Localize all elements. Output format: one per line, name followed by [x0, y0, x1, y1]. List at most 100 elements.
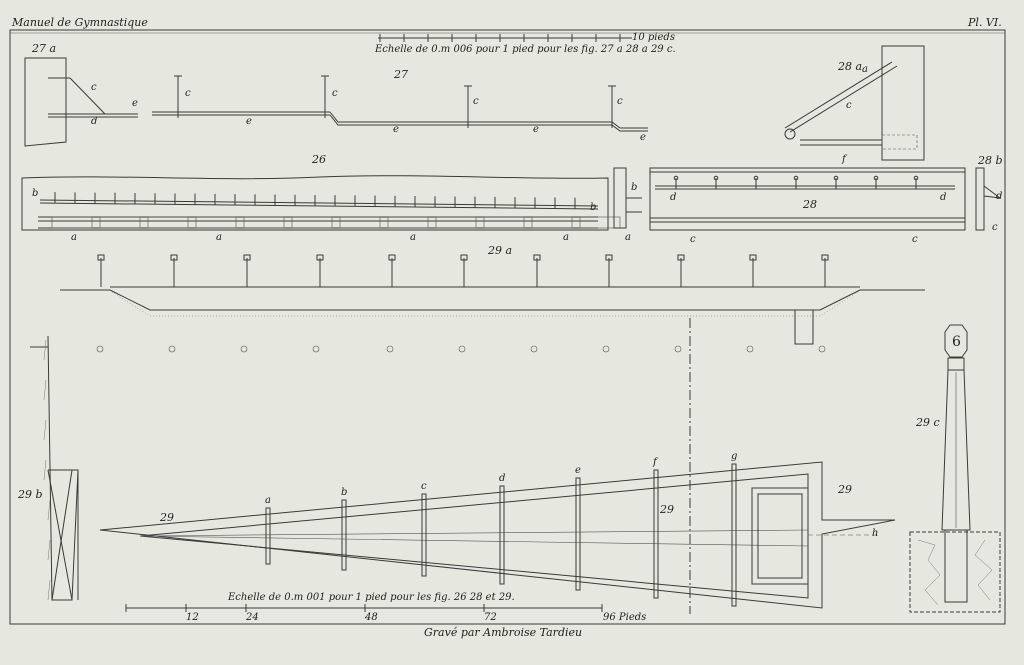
fig-29-bar-letter: c [421, 481, 427, 492]
fig-26-b-right: b [590, 202, 596, 213]
post-position-circle [530, 345, 538, 353]
fig-28-peg-head [833, 175, 839, 181]
fig-29-bar [575, 477, 581, 591]
fig-26-bench [483, 216, 525, 229]
figure-28: 28 d d c c [649, 167, 966, 245]
post-position-circle [818, 345, 826, 353]
fig-27-c4: c [617, 96, 623, 107]
fig-29-bar [421, 493, 427, 577]
fig-29-bar [499, 485, 505, 585]
fig-26-bench [579, 216, 621, 229]
fig-27-c3: c [473, 96, 479, 107]
plate-border [9, 29, 1006, 625]
fig-26-a3: a [410, 232, 416, 243]
post-position-circle [458, 345, 466, 353]
fig-29-bar-letter: e [575, 465, 581, 476]
fig-28a-f: f [841, 154, 848, 165]
fig-29a-post-cap [677, 254, 685, 261]
fig-26-a4: a [563, 232, 569, 243]
fig-29-mid-label: 29 [659, 503, 674, 516]
fig-26-bench [195, 216, 237, 229]
figure-29c: 29 c 6 [909, 324, 1001, 613]
fig-29a-post-cap [821, 254, 829, 261]
fig-27a-e: e [132, 98, 138, 109]
fig-28a-label: 28 a [837, 60, 862, 73]
post-position-circle [96, 345, 104, 353]
figure-27: 27 c c c c e e e e [152, 68, 648, 143]
fig-26-bench [387, 216, 429, 229]
post-position-circle [386, 345, 394, 353]
fig-29-bar-letter: d [499, 473, 505, 484]
top-scale: 10 pieds Echelle de 0.m 006 pour 1 pied … [374, 32, 676, 55]
fig-29a-post-cap [170, 254, 178, 261]
fig-26-bench [339, 216, 381, 229]
fig-29b-label: 29 b [17, 488, 43, 501]
fig-29-bar [653, 469, 659, 599]
fig-27a-d: d [91, 116, 97, 127]
fig-29-bar-letter: b [341, 487, 347, 498]
fig-28-c-right: c [912, 234, 918, 245]
fig-26-bench [51, 216, 93, 229]
bottom-tick-12: 12 [186, 612, 199, 623]
bottom-tick-24: 24 [245, 612, 259, 623]
fig-29a-post-cap [243, 254, 251, 261]
figure-27a: 27 a c e d [24, 42, 138, 147]
fig-28-d-left: d [670, 192, 676, 203]
fig-29-bar-letter: f [652, 457, 659, 468]
fig-26-a2: a [216, 232, 222, 243]
fig-26-bench [291, 216, 333, 229]
fig-29-bar-letter: a [265, 495, 271, 506]
fig-26-side-b: b [631, 182, 637, 193]
fig-26-a1: a [71, 232, 77, 243]
fig-29a-post-cap [97, 254, 105, 261]
fig-27-e2: e [393, 124, 399, 135]
fig-28a-a: a [862, 64, 868, 75]
post-position-circle [602, 345, 610, 353]
post-number: 6 [952, 334, 961, 350]
fig-29-right-label: 29 [837, 483, 852, 496]
fig-28a-c: c [846, 100, 852, 111]
bottom-tick-96: 96 Pieds [603, 612, 646, 623]
fig-26-bench [147, 216, 189, 229]
post-position-markers [96, 345, 826, 353]
fig-28-peg-head [913, 175, 919, 181]
fig-29a-label: 29 a [487, 244, 512, 257]
figure-26: 26 b b a a a a b a [21, 153, 642, 243]
fig-29-bar [265, 507, 271, 565]
fig-29a-post-cap [460, 254, 468, 261]
fig-28b-label: 28 b [977, 154, 1003, 167]
bottom-tick-48: 48 [364, 612, 378, 623]
post-position-circle [674, 345, 682, 353]
fig-29c-label: 29 c [915, 416, 940, 429]
fig-29a-post-cap [605, 254, 613, 261]
header-right-title: Pl. VI. [967, 16, 1002, 29]
fig-29-bar [731, 463, 737, 607]
fig-28-peg-head [793, 175, 799, 181]
post-position-circle [168, 345, 176, 353]
fig-27-e4: e [640, 132, 646, 143]
fig-29a-post-cap [749, 254, 757, 261]
fig-27-e3: e [533, 124, 539, 135]
top-scale-caption: Echelle de 0.m 006 pour 1 pied pour les … [374, 44, 676, 55]
fig-28-d-right: d [940, 192, 946, 203]
fig-29-left-label: 29 [159, 511, 174, 524]
header-left-title: Manuel de Gymnastique [11, 16, 148, 29]
post-position-circle [746, 345, 754, 353]
bottom-tick-72: 72 [484, 612, 497, 623]
fig-27-label: 27 [393, 68, 408, 81]
fig-29a-post-cap [316, 254, 324, 261]
post-position-circle [240, 345, 248, 353]
post-position-circle [312, 345, 320, 353]
figure-28b: 28 b d c [975, 154, 1003, 233]
fig-27a-c: c [91, 82, 97, 93]
fig-28-peg-head [873, 175, 879, 181]
fig-29-bar [341, 499, 347, 571]
fig-26-bench [99, 216, 141, 229]
fig-28-peg-head [713, 175, 719, 181]
engraver-credit: Gravé par Ambroise Tardieu [424, 626, 582, 639]
fig-28-c-left: c [690, 234, 696, 245]
figure-28a: 28 a c a f [784, 45, 925, 165]
bottom-scale-caption: Echelle de 0.m 001 pour 1 pied pour les … [227, 592, 515, 603]
